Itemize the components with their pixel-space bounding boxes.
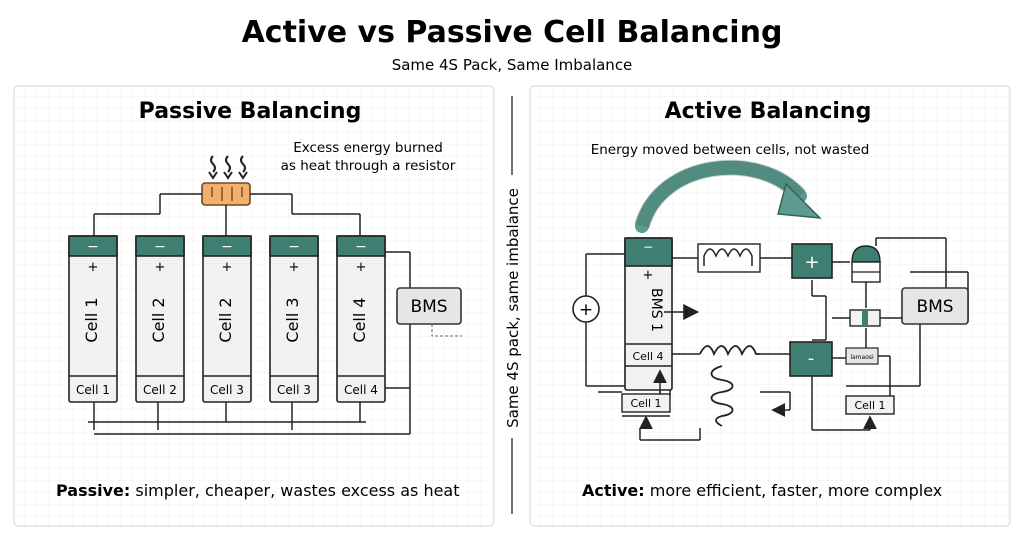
switch-component (851, 245, 881, 283)
passive-summary-text: simpler, cheaper, wastes excess as heat (130, 481, 459, 500)
active-summary: Active: more efficient, faster, more com… (582, 481, 942, 500)
passive-summary-bold: Passive: (56, 481, 130, 500)
cell-neg-terminal: − (221, 239, 233, 255)
cell-label: Cell 1 (82, 297, 101, 342)
divider-label: Same 4S pack, same imbalance (504, 188, 522, 428)
bottom-cell-right-label: Cell 1 (854, 399, 885, 412)
module-minus-symbol: - (808, 348, 815, 369)
active-bms-label: BMS (916, 297, 953, 317)
page-title: Active vs Passive Cell Balancing (242, 15, 783, 50)
cell-neg-terminal: − (355, 239, 367, 255)
active-summary-text: more efficient, faster, more complex (645, 481, 943, 500)
passive-cell-1: − + Cell 1 Cell 1 (68, 235, 118, 403)
passive-title: Passive Balancing (139, 99, 362, 124)
cell-pos-terminal: + (155, 260, 166, 275)
cell-tag: Cell 1 (76, 383, 110, 397)
page-subtitle: Same 4S Pack, Same Imbalance (392, 56, 633, 74)
cell-neg-terminal: − (87, 239, 99, 255)
passive-note-line1: Excess energy burned (293, 140, 443, 156)
energy-transfer-arrow (634, 159, 822, 233)
active-title: Active Balancing (665, 99, 872, 124)
heat-resistor (201, 182, 251, 206)
active-cell-neg: − (643, 240, 653, 254)
inductor-upper (697, 243, 761, 273)
passive-cell-5: − + Cell 4 Cell 4 (336, 235, 386, 403)
cell-pos-terminal: + (289, 260, 300, 275)
active-cell: − + BMS 1 Cell 4 (624, 237, 673, 391)
passive-note-line2: as heat through a resistor (281, 158, 456, 174)
inductor-lower (699, 345, 760, 357)
center-divider: Same 4S pack, same imbalance (504, 96, 522, 514)
passive-cell-2: − + Cell 2 Cell 2 (135, 235, 185, 403)
cell-pos-terminal: + (222, 260, 233, 275)
active-wiring (585, 237, 969, 441)
bms-label: BMS (410, 297, 447, 317)
passive-panel (13, 85, 495, 527)
active-bottom-cell-left: Cell 1 (621, 393, 671, 430)
cell-label: Cell 2 (149, 297, 168, 342)
cell-neg-terminal: − (154, 239, 166, 255)
active-bottom-cell-right: Cell 1 (845, 395, 895, 430)
cell-neg-terminal: − (288, 239, 300, 255)
active-cell-tag: Cell 4 (632, 350, 663, 363)
converter-minus-module: - (789, 341, 833, 377)
transformer-coil (710, 365, 734, 427)
active-bms-box: BMS (901, 287, 969, 325)
heat-icon (208, 155, 248, 180)
bottom-cell-left-label: Cell 1 (630, 397, 661, 410)
passive-summary: Passive: simpler, cheaper, wastes excess… (56, 481, 460, 500)
passive-cell-4: − + Cell 3 Cell 3 (269, 235, 319, 403)
cell-label: Cell 2 (216, 297, 235, 342)
cell-label: Cell 4 (350, 297, 369, 342)
converter-plus-module: + (791, 243, 833, 279)
cell-tag: Cell 3 (277, 383, 311, 397)
cell-tag: Cell 3 (210, 383, 244, 397)
cell-tag: Cell 2 (143, 383, 177, 397)
cell-pos-terminal: + (88, 260, 99, 275)
module-plus-symbol: + (804, 252, 819, 273)
active-cell-pos: + (643, 268, 654, 283)
sense-component (849, 309, 881, 327)
active-note: Energy moved between cells, not wasted (591, 142, 870, 158)
controller-chip-label: lamaosi (850, 354, 874, 361)
cell-tag: Cell 4 (344, 383, 378, 397)
passive-cell-3: − + Cell 2 Cell 3 (202, 235, 252, 403)
controller-chip: lamaosi (845, 347, 879, 365)
active-summary-bold: Active: (582, 481, 645, 500)
active-cell-label: BMS 1 (648, 288, 664, 332)
source-symbol: + (579, 300, 593, 320)
cell-pos-terminal: + (356, 260, 367, 275)
cell-label: Cell 3 (283, 297, 302, 342)
passive-bms-box: BMS (396, 287, 462, 337)
passive-wiring (88, 193, 411, 435)
power-source-icon: + (572, 295, 600, 323)
